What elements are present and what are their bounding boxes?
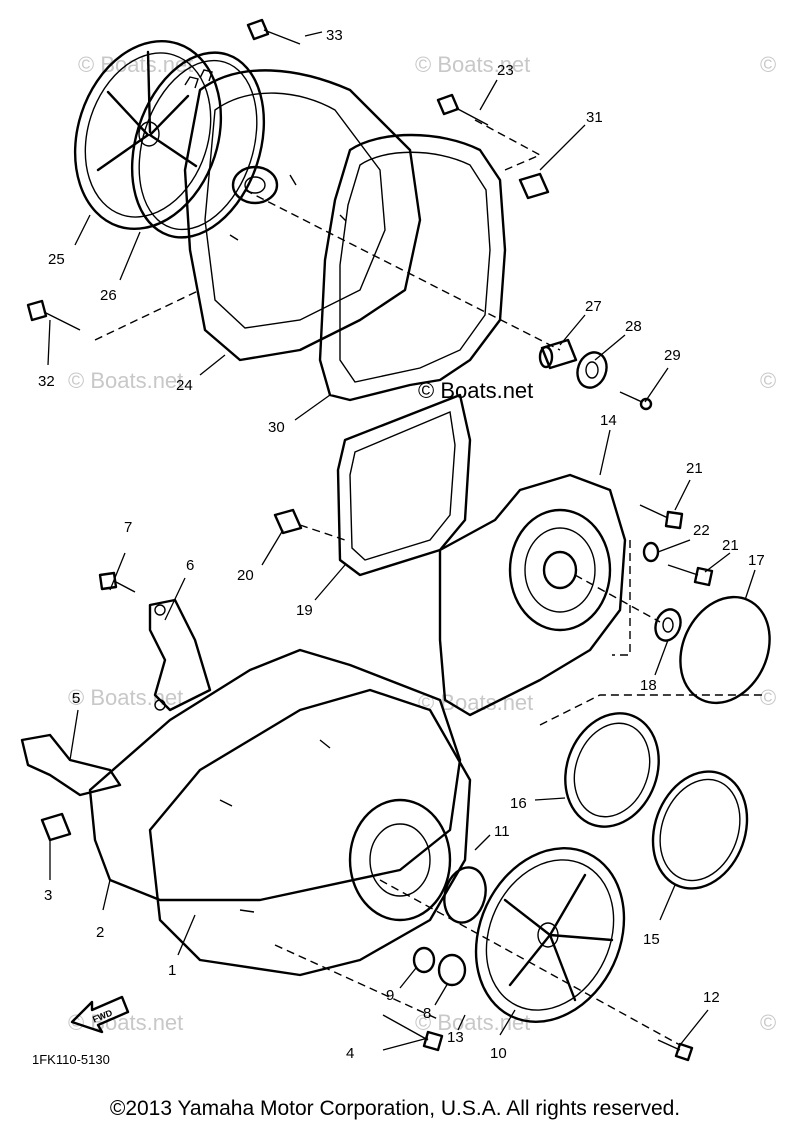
part-bolt-4 (382, 1014, 444, 1052)
part-seal-18 (654, 608, 682, 642)
part-code: 1FK110-5130 (32, 1052, 110, 1067)
part-dowel-3 (40, 812, 72, 842)
callout-label: 23 (497, 62, 514, 79)
callout-label: 11 (494, 823, 510, 840)
watermark: © Boats.net (415, 52, 530, 77)
part-bracket-6 (148, 598, 212, 712)
callout-label: 19 (296, 602, 313, 619)
part-oring-11 (443, 866, 487, 924)
callout-label: 17 (748, 552, 765, 569)
callout-label: 25 (48, 251, 65, 268)
part-circlip-17 (679, 595, 771, 705)
callout-label: 8 (423, 1005, 431, 1022)
callout-label: 7 (124, 519, 132, 536)
watermark: © Boats.net (78, 52, 193, 77)
part-bolt-33 (246, 18, 301, 45)
part-bolt-23 (436, 93, 489, 126)
callout-label: 12 (703, 989, 720, 1006)
callout-label: 18 (640, 677, 657, 694)
watermark-layer: © Boats.net © Boats.net © Boats.net © Bo… (68, 52, 776, 1035)
callout-label: 22 (693, 522, 710, 539)
callout-label: 4 (346, 1045, 354, 1062)
part-inner-cover-14 (438, 473, 627, 717)
callout-label: 31 (586, 109, 603, 126)
part-gasket-30 (318, 133, 507, 402)
callout-label: 10 (490, 1045, 507, 1062)
callout-label: 24 (176, 377, 193, 394)
alignment-lines (94, 119, 765, 1046)
part-screw-29 (619, 391, 653, 411)
part-housing-24 (183, 69, 422, 362)
callout-label: 20 (237, 567, 254, 584)
part-seal-28 (576, 351, 608, 389)
callout-label: 1 (168, 962, 176, 979)
watermark: © (760, 1010, 776, 1035)
callout-label: 33 (326, 27, 343, 44)
watermark: © (760, 52, 776, 77)
part-bolt-21b (667, 564, 714, 587)
part-bracket-5 (20, 733, 122, 797)
callout-label: 13 (447, 1029, 464, 1046)
callout-label: 29 (664, 347, 681, 364)
callout-label: 28 (625, 318, 642, 335)
part-plug-8 (437, 953, 467, 987)
part-bushing-27 (538, 338, 578, 370)
callout-label: 9 (386, 987, 394, 1004)
part-cover-10 (474, 847, 626, 1023)
part-gasket-26 (130, 51, 266, 239)
callout-label: 14 (600, 412, 617, 429)
watermark: © Boats.net (415, 1010, 530, 1035)
part-bolt-21a (639, 504, 684, 530)
part-bolt-7 (98, 571, 136, 593)
part-cap-15 (651, 770, 749, 890)
callout-label: 15 (643, 931, 660, 948)
callout-labels: 1 2 3 4 5 6 7 8 9 10 11 12 13 14 15 16 1… (38, 27, 765, 1062)
watermark: © Boats.net (68, 368, 183, 393)
part-dowel-20 (273, 508, 303, 535)
watermark: © (760, 685, 776, 710)
part-bolt-12 (657, 1039, 694, 1062)
part-gasket-2 (88, 648, 462, 902)
callout-label: 16 (510, 795, 527, 812)
part-oring-9 (412, 946, 436, 974)
watermark: © Boats.net (68, 685, 183, 710)
callout-label: 21 (686, 460, 703, 477)
part-cover-1 (148, 688, 472, 977)
part-ring-16 (564, 712, 660, 828)
callout-label: 5 (72, 690, 80, 707)
watermark: © (760, 368, 776, 393)
copyright-notice: ©2013 Yamaha Motor Corporation, U.S.A. A… (109, 1097, 681, 1120)
callout-label: 32 (38, 373, 55, 390)
part-oring-22 (642, 541, 660, 563)
center-watermark: © Boats.net (418, 378, 533, 403)
part-bolt-32 (26, 299, 81, 331)
callout-label: 26 (100, 287, 117, 304)
leader-lines (47, 31, 756, 1051)
callout-label: 6 (186, 557, 194, 574)
callout-label: 30 (268, 419, 285, 436)
callout-label: 2 (96, 924, 104, 941)
part-cover-25 (73, 39, 223, 231)
part-dowel-31 (518, 172, 550, 200)
callout-label: 3 (44, 887, 52, 904)
callout-label: 21 (722, 537, 739, 554)
callout-label: 27 (585, 298, 602, 315)
part-gasket-19 (336, 393, 472, 577)
